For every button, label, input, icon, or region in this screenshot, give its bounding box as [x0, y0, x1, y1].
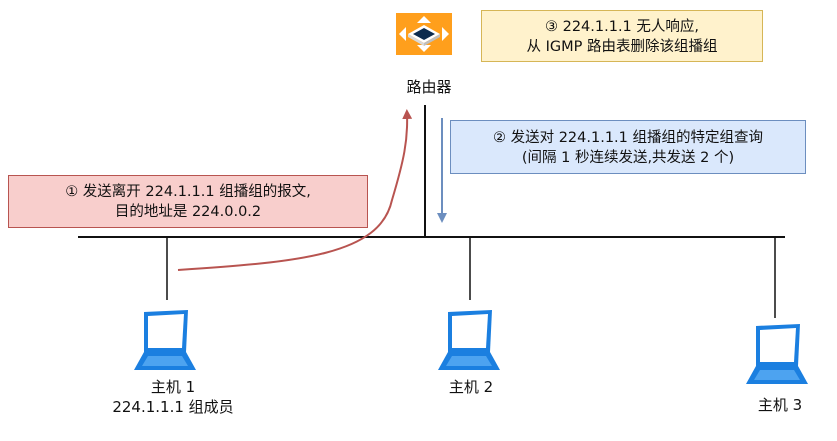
router-icon	[396, 13, 452, 55]
computer-icon	[746, 324, 808, 384]
leave-message-arrow	[177, 109, 413, 271]
host-3-label: 主机 3	[757, 396, 803, 414]
leave-message-note-line-2: 目的地址是 224.0.0.2	[114, 204, 262, 220]
host-2-label: 主机 2	[448, 378, 494, 396]
no-response-note-line-2: 从 IGMP 路由表删除该组播组	[526, 39, 718, 55]
no-response-note-line-1: ③ 224.1.1.1 无人响应,	[544, 19, 699, 35]
router-label: 路由器	[406, 78, 452, 96]
host-1-address: 224.1.1.1 组成员	[112, 398, 234, 416]
no-response-note: ③ 224.1.1.1 无人响应, 从 IGMP 路由表删除该组播组	[481, 10, 763, 62]
group-query-note-line-2: (间隔 1 秒连续发送,共发送 2 个)	[521, 150, 735, 166]
computer-icon	[134, 310, 196, 370]
group-query-note-line-1: ② 发送对 224.1.1.1 组播组的特定组查询	[492, 130, 763, 146]
leave-message-note-line-1: ① 发送离开 224.1.1.1 组播组的报文,	[65, 184, 311, 200]
group-query-note: ② 发送对 224.1.1.1 组播组的特定组查询 (间隔 1 秒连续发送,共发…	[450, 120, 806, 174]
computer-icon	[438, 310, 500, 370]
host-1-label: 主机 1	[150, 378, 196, 396]
leave-message-note: ① 发送离开 224.1.1.1 组播组的报文, 目的地址是 224.0.0.2	[8, 175, 368, 228]
